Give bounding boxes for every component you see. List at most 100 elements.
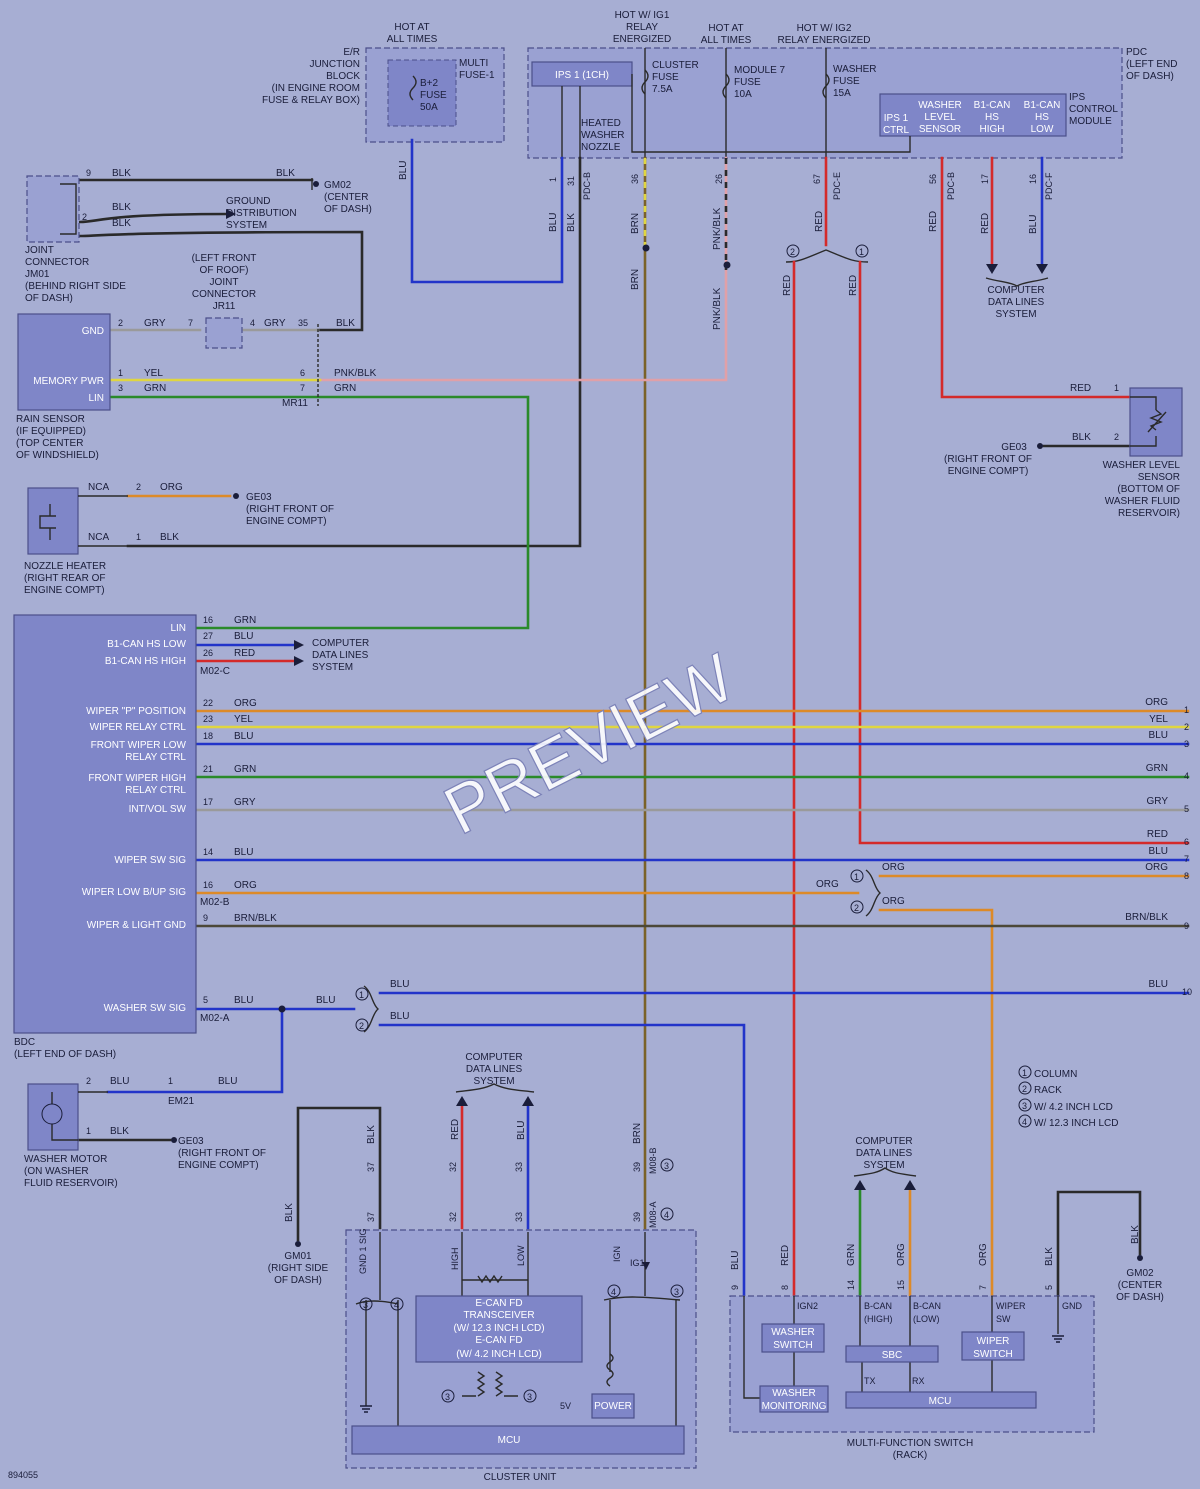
svg-text:BLK: BLK — [336, 318, 355, 329]
svg-text:32: 32 — [448, 1212, 458, 1222]
red-split-markers: 2 1 — [642, 244, 869, 269]
svg-text:9: 9 — [86, 168, 91, 178]
svg-text:1: 1 — [168, 1076, 173, 1086]
svg-text:BRN/BLK: BRN/BLK — [1125, 912, 1168, 923]
svg-text:RED: RED — [782, 275, 793, 296]
svg-text:1: 1 — [1184, 705, 1189, 715]
svg-text:31: 31 — [566, 176, 576, 186]
svg-text:BLU: BLU — [398, 161, 409, 180]
svg-text:RED: RED — [780, 1245, 791, 1266]
svg-text:RED: RED — [450, 1119, 461, 1140]
svg-text:CLUSTER UNIT: CLUSTER UNIT — [484, 1472, 557, 1483]
svg-text:W/ 4.2 INCH LCD: W/ 4.2 INCH LCD — [1034, 1102, 1113, 1113]
svg-text:GRN: GRN — [234, 615, 256, 626]
wire-blu-fuse — [410, 138, 564, 284]
svg-text:ORG: ORG — [816, 879, 839, 890]
svg-text:2: 2 — [86, 1076, 91, 1086]
svg-text:2: 2 — [118, 318, 123, 328]
svg-text:2: 2 — [82, 212, 87, 222]
svg-text:BLK: BLK — [160, 532, 179, 543]
svg-text:POWER: POWER — [594, 1401, 632, 1412]
svg-text:8: 8 — [1184, 871, 1189, 881]
wire-blu-rack — [378, 1023, 746, 1298]
svg-text:1: 1 — [1022, 1068, 1027, 1078]
svg-text:PDC-E: PDC-E — [832, 172, 842, 200]
svg-text:MEMORY PWR: MEMORY PWR — [33, 376, 104, 387]
svg-text:MCU: MCU — [498, 1435, 521, 1446]
svg-text:8: 8 — [780, 1285, 790, 1290]
svg-text:4: 4 — [664, 1210, 669, 1220]
svg-text:M02-B: M02-B — [200, 897, 230, 908]
svg-text:LIN: LIN — [88, 393, 104, 404]
svg-text:BLU: BLU — [390, 1011, 409, 1022]
svg-text:BLK: BLK — [112, 202, 131, 213]
svg-text:2: 2 — [359, 1021, 364, 1031]
svg-text:BLK: BLK — [112, 218, 131, 229]
svg-text:1: 1 — [86, 1126, 91, 1136]
svg-text:7: 7 — [978, 1285, 988, 1290]
svg-text:2: 2 — [1114, 432, 1119, 442]
svg-text:21: 21 — [203, 764, 213, 774]
svg-text:YEL: YEL — [144, 368, 163, 379]
svg-text:IGN: IGN — [612, 1246, 622, 1262]
svg-text:4: 4 — [611, 1287, 616, 1297]
svg-text:B1-CAN HS HIGH: B1-CAN HS HIGH — [105, 656, 186, 667]
svg-text:B1-CAN HS LOW: B1-CAN HS LOW — [107, 639, 186, 650]
svg-text:GRY: GRY — [144, 318, 166, 329]
svg-text:M02-C: M02-C — [200, 666, 230, 677]
svg-text:LOW: LOW — [516, 1245, 526, 1266]
washer-motor: EM21 2 BLU 1 BLU EM21 1 BLK GE03(RIGHT F… — [24, 1076, 266, 1189]
svg-text:BRN: BRN — [632, 1123, 643, 1144]
svg-text:3: 3 — [664, 1161, 669, 1171]
svg-text:ORG: ORG — [882, 896, 905, 907]
svg-text:GRY: GRY — [1147, 796, 1169, 807]
wires — [76, 138, 1190, 1298]
svg-text:WIPER & LIGHT GND: WIPER & LIGHT GND — [87, 920, 186, 931]
svg-text:4: 4 — [394, 1300, 399, 1310]
svg-text:BDC(LEFT END OF DASH): BDC(LEFT END OF DASH) — [14, 1037, 116, 1060]
svg-text:16: 16 — [203, 615, 213, 625]
svg-text:BLU: BLU — [218, 1076, 237, 1087]
svg-text:17: 17 — [203, 797, 213, 807]
wire-blk-mfs-gnd — [1056, 1190, 1142, 1298]
svg-text:5: 5 — [1184, 804, 1189, 814]
svg-text:3: 3 — [1022, 1101, 1027, 1111]
svg-text:LIN: LIN — [170, 623, 186, 634]
svg-text:BLU: BLU — [516, 1121, 527, 1140]
svg-text:4: 4 — [250, 318, 255, 328]
svg-text:23: 23 — [203, 714, 213, 724]
pdc-pin-labels: 1 31 PDC-B 36 26 67 PDC-E 56 PDC-B 17 16… — [548, 172, 1054, 200]
svg-text:NCA: NCA — [88, 532, 109, 543]
svg-text:ORG: ORG — [1145, 697, 1168, 708]
svg-text:B-CAN(HIGH): B-CAN(HIGH) — [864, 1301, 893, 1324]
svg-text:PDC-B: PDC-B — [582, 172, 592, 200]
svg-text:33: 33 — [514, 1212, 524, 1222]
svg-text:56: 56 — [928, 174, 938, 184]
svg-text:37: 37 — [366, 1212, 376, 1222]
svg-text:RED: RED — [980, 213, 991, 234]
svg-text:W/ 12.3 INCH LCD: W/ 12.3 INCH LCD — [1034, 1118, 1118, 1129]
svg-text:39: 39 — [632, 1162, 642, 1172]
svg-text:HIGH: HIGH — [450, 1248, 460, 1271]
svg-text:22: 22 — [203, 698, 213, 708]
svg-text:9: 9 — [1184, 921, 1189, 931]
svg-text:WIPER "P" POSITION: WIPER "P" POSITION — [86, 706, 186, 717]
